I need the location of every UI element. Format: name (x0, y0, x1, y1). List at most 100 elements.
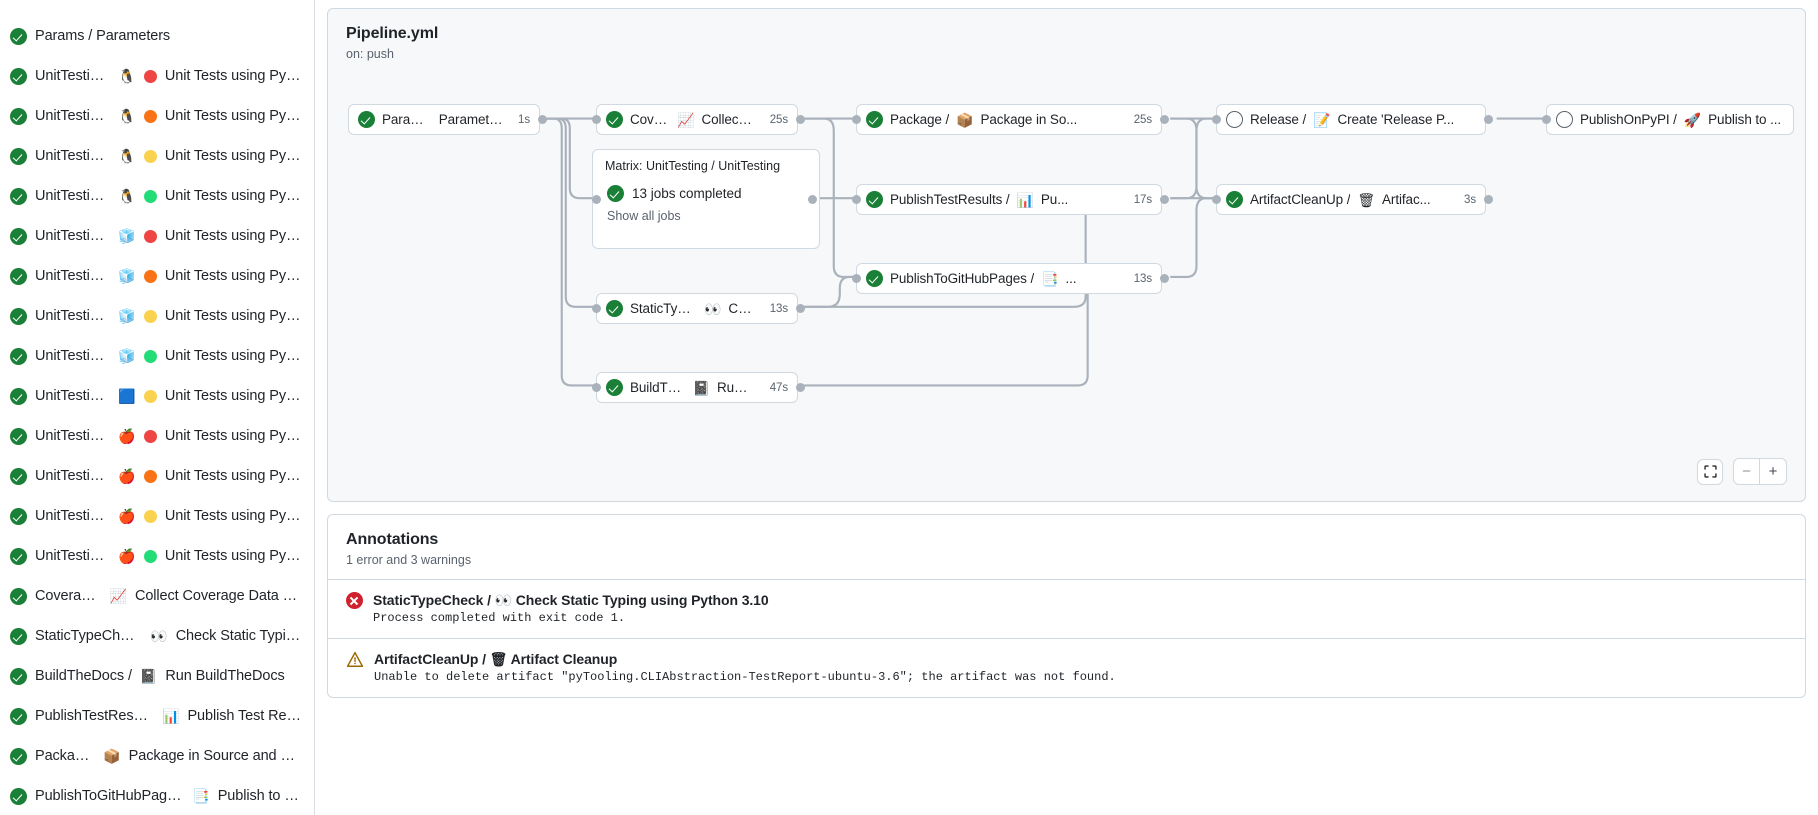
graph-node-duration: 1s (518, 113, 530, 126)
sidebar-job-item[interactable]: StaticTypeCheck / 👀Check Static Typing..… (0, 616, 314, 656)
port (592, 304, 601, 313)
warning-icon (346, 651, 364, 668)
sidebar-job-item[interactable]: UnitTesting / 🐧Unit Tests using Pyth... (0, 136, 314, 176)
graph-node-ptr[interactable]: PublishTestResults / 📊Pu...17s (856, 184, 1162, 215)
graph-node-coverage[interactable]: Coverage / 📈Collect Cove...25s (596, 104, 798, 135)
graph-node-emoji: 📦 (956, 111, 974, 128)
graph-node-package[interactable]: Package / 📦Package in So...25s (856, 104, 1162, 135)
skipped-icon (1556, 111, 1573, 128)
sidebar-job-suffix: Publish Test Resu... (187, 708, 304, 724)
graph-node-stc[interactable]: StaticTypeCheck / 👀Chec...13s (596, 293, 798, 324)
graph-node-cleanup[interactable]: ArtifactCleanUp / 🗑Artifac...3s (1216, 184, 1486, 215)
job-platform-emoji: 🐧 (118, 148, 136, 164)
sidebar-job-item[interactable]: UnitTesting / 🧊Unit Tests using Pyth... (0, 296, 314, 336)
port (1160, 274, 1169, 283)
job-platform-emoji: 🟦 (118, 388, 136, 404)
sidebar-job-item[interactable]: UnitTesting / 🐧Unit Tests using Pyth... (0, 176, 314, 216)
sidebar-job-item[interactable]: BuildTheDocs / 📓Run BuildTheDocs (0, 656, 314, 696)
job-platform-emoji: 🧊 (118, 268, 136, 284)
sidebar-job-suffix: Unit Tests using Pyth... (164, 308, 304, 324)
graph-node-label: StaticTypeCheck / (630, 301, 697, 316)
annotation-emoji: 🗑 (489, 651, 508, 667)
zoom-out-button[interactable]: − (1734, 459, 1760, 484)
graph-node-step: Pu... (1040, 192, 1069, 207)
matrix-summary-row[interactable]: 13 jobs completed (593, 173, 819, 202)
sidebar-job-item[interactable]: Params / Parameters (0, 16, 314, 56)
sidebar-job-suffix: Unit Tests using Pyth... (164, 468, 304, 484)
sidebar-job-item[interactable]: UnitTesting / 🟦Unit Tests using Pyth... (0, 376, 314, 416)
sidebar-job-item[interactable]: UnitTesting / 🍎Unit Tests using Pyth... (0, 496, 314, 536)
zoom-button-group[interactable]: − + (1733, 458, 1787, 485)
job-platform-emoji: 📑 (192, 788, 210, 804)
graph-node-step: Run Buil... (716, 380, 755, 395)
sidebar-job-item[interactable]: Package / 📦Package in Source and Wh... (0, 736, 314, 776)
graph-canvas[interactable]: Matrix: UnitTesting / UnitTesting 13 job… (328, 9, 1805, 501)
success-icon (607, 185, 624, 202)
sidebar-job-suffix: Unit Tests using Pyth... (164, 548, 304, 564)
python-version-dot (143, 429, 157, 443)
sidebar-job-item[interactable]: UnitTesting / 🐧Unit Tests using Pyth... (0, 56, 314, 96)
graph-node-docs[interactable]: BuildTheDocs / 📓Run Buil...47s (596, 372, 798, 403)
success-icon (10, 707, 27, 725)
sidebar-job-suffix: Unit Tests using Pyth... (164, 268, 304, 284)
workflow-graph-panel[interactable]: Pipeline.yml on: push (327, 8, 1806, 502)
sidebar-job-item[interactable]: PublishToGitHubPages / 📑Publish to G... (0, 776, 314, 815)
sidebar-job-item[interactable]: PublishTestResults / 📊Publish Test Resu.… (0, 696, 314, 736)
sidebar-job-item[interactable]: UnitTesting / 🍎Unit Tests using Pyth... (0, 416, 314, 456)
sidebar-job-item[interactable]: UnitTesting / 🍎Unit Tests using Pyth... (0, 536, 314, 576)
annotation-detail: Unable to delete artifact "pyTooling.CLI… (374, 670, 1116, 684)
python-version-dot (143, 229, 157, 243)
sidebar-job-label: BuildTheDocs / (35, 668, 132, 684)
sidebar-job-item[interactable]: UnitTesting / 🧊Unit Tests using Pyth... (0, 336, 314, 376)
matrix-group-unittesting[interactable]: Matrix: UnitTesting / UnitTesting 13 job… (592, 149, 820, 249)
graph-node-duration: 13s (769, 302, 788, 315)
sidebar-job-item[interactable]: Coverage / 📈Collect Coverage Data usi... (0, 576, 314, 616)
sidebar-job-item[interactable]: UnitTesting / 🧊Unit Tests using Pyth... (0, 256, 314, 296)
sidebar-job-suffix: Unit Tests using Pyth... (164, 508, 304, 524)
job-platform-emoji: 🐧 (118, 188, 136, 204)
graph-node-release[interactable]: Release / 📝Create 'Release P... (1216, 104, 1486, 135)
job-platform-emoji: 🍎 (118, 508, 136, 524)
port (1542, 115, 1551, 124)
success-icon (10, 387, 27, 405)
job-platform-emoji: 📈 (109, 588, 127, 604)
python-version-dot (143, 149, 157, 163)
port (1484, 115, 1493, 124)
sidebar-job-label: UnitTesting / (35, 108, 111, 124)
sidebar-job-suffix: Publish to G... (217, 788, 304, 804)
port (1484, 195, 1493, 204)
sidebar-job-item[interactable]: UnitTesting / 🧊Unit Tests using Pyth... (0, 216, 314, 256)
graph-zoom-controls[interactable]: − + (1697, 458, 1787, 485)
success-icon (606, 379, 623, 396)
port (1212, 195, 1221, 204)
graph-header: Pipeline.yml on: push (328, 9, 1805, 61)
sidebar-job-label: UnitTesting / (35, 228, 111, 244)
graph-node-label: Params / (382, 112, 432, 127)
fit-to-screen-button[interactable] (1697, 458, 1723, 485)
show-all-jobs-link[interactable]: Show all jobs (607, 209, 681, 223)
port (852, 274, 861, 283)
graph-node-duration: 13s (1133, 272, 1152, 285)
annotation-row[interactable]: StaticTypeCheck / 👀 Check Static Typing … (328, 579, 1805, 638)
success-icon (10, 747, 27, 765)
success-icon (1226, 191, 1243, 208)
graph-node-pypi[interactable]: PublishOnPyPI / 🚀Publish to ... (1546, 104, 1794, 135)
sidebar-job-label: Package / (35, 748, 96, 764)
python-version-dot (143, 69, 157, 83)
graph-node-label: PublishOnPyPI / (1580, 112, 1677, 127)
graph-node-emoji: 📊 (1016, 191, 1034, 208)
sidebar-job-item[interactable]: UnitTesting / 🐧Unit Tests using Pyth... (0, 96, 314, 136)
job-platform-emoji: 🍎 (118, 548, 136, 564)
sidebar-job-suffix: Unit Tests using Pyth... (164, 148, 304, 164)
graph-node-step: Chec... (728, 301, 754, 316)
port (592, 195, 601, 204)
zoom-in-button[interactable]: + (1768, 463, 1778, 480)
success-icon (10, 147, 27, 165)
graph-node-pghp[interactable]: PublishToGitHubPages / 📑...13s (856, 263, 1162, 294)
python-version-dot (143, 269, 157, 283)
sidebar-job-item[interactable]: UnitTesting / 🍎Unit Tests using Pyth... (0, 456, 314, 496)
sidebar-job-suffix: Collect Coverage Data usi... (134, 588, 304, 604)
